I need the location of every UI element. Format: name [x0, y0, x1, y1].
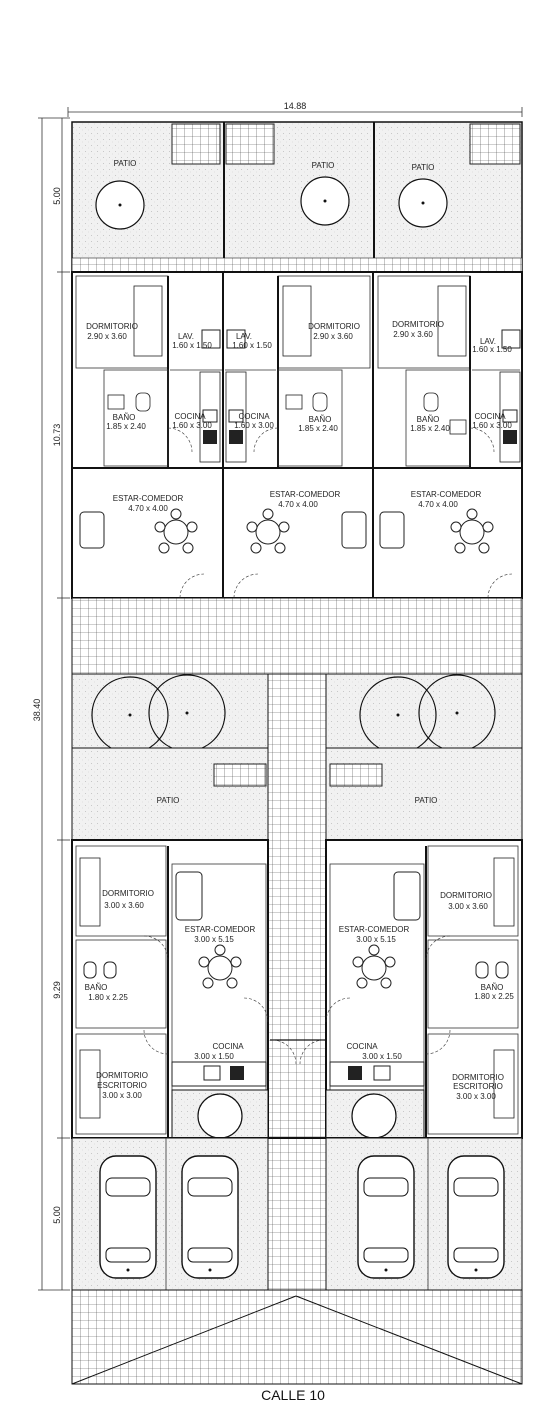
l1-dormitorio-size: 3.00 x 3.60 — [104, 901, 144, 910]
l1-cocina-size: 3.00 x 1.50 — [194, 1052, 234, 1061]
u1-dormitorio-size: 2.90 x 3.60 — [87, 332, 127, 341]
l2-escritorio-size: 3.00 x 3.00 — [456, 1092, 496, 1101]
patio-depth-label: 5.00 — [52, 187, 62, 205]
lower-patio-label-2: PATIO — [415, 796, 438, 805]
u3-dormitorio-size: 2.90 x 3.60 — [393, 330, 433, 339]
l1-estar-name: ESTAR-COMEDOR — [185, 925, 256, 934]
l1-bano-name: BAÑO — [85, 983, 108, 992]
car-3 — [357, 1155, 415, 1279]
upper-block-depth-label: 10.73 — [52, 424, 62, 447]
l1-dormitorio-name: DORMITORIO — [102, 889, 154, 898]
l2-estar-size: 3.00 x 5.15 — [356, 935, 396, 944]
u2-lav-size: 1.60 x 1.50 — [232, 341, 272, 350]
l1-escritorio-name2: ESCRITORIO — [97, 1081, 147, 1090]
l2-estar-name: ESTAR-COMEDOR — [339, 925, 410, 934]
u2-dormitorio-size: 2.90 x 3.60 — [313, 332, 353, 341]
u1-dormitorio-name: DORMITORIO — [86, 322, 138, 331]
u3-estar-name: ESTAR-COMEDOR — [411, 490, 482, 499]
u1-bano-name: BAÑO — [113, 413, 136, 422]
dimension-lines: 14.88 5.00 10.73 38.40 9.29 5.00 — [32, 101, 523, 1291]
u2-cocina-name: COCINA — [238, 412, 270, 421]
garage-depth-label: 5.00 — [52, 1206, 62, 1224]
l1-estar-size: 3.00 x 5.15 — [194, 935, 234, 944]
l2-bano-name: BAÑO — [481, 983, 504, 992]
l2-dormitorio-size: 3.00 x 3.60 — [448, 902, 488, 911]
u3-estar-size: 4.70 x 4.00 — [418, 500, 458, 509]
lower-patios: PATIO PATIO — [71, 673, 523, 841]
l1-bano-size: 1.80 x 2.25 — [88, 993, 128, 1002]
upper-block: DORMITORIO 2.90 x 3.60 LAV. 1.60 x 1.50 … — [71, 271, 523, 599]
sidewalk — [71, 1289, 523, 1385]
u3-cocina-size: 1.60 x 3.00 — [472, 421, 512, 430]
total-length-label: 38.40 — [32, 699, 42, 722]
u3-lav-name: LAV. — [480, 337, 496, 346]
lower-block: DORMITORIO 3.00 x 3.60 BAÑO 1.80 x 2.25 … — [71, 839, 523, 1139]
u2-estar-name: ESTAR-COMEDOR — [270, 490, 341, 499]
u2-dormitorio-name: DORMITORIO — [308, 322, 360, 331]
l1-escritorio-size: 3.00 x 3.00 — [102, 1091, 142, 1100]
l2-bano-size: 1.80 x 2.25 — [474, 992, 514, 1001]
u1-lav-name: LAV. — [178, 332, 194, 341]
car-2 — [181, 1155, 239, 1279]
patio-label-1: PATIO — [114, 159, 137, 168]
patio-label-3: PATIO — [412, 163, 435, 172]
corridor-gate — [270, 1039, 326, 1065]
u1-estar-size: 4.70 x 4.00 — [128, 504, 168, 513]
l2-escritorio-name2: ESCRITORIO — [453, 1082, 503, 1091]
l2-cocina-name: COCINA — [346, 1042, 378, 1051]
u3-cocina-name: COCINA — [474, 412, 506, 421]
u1-lav-size: 1.60 x 1.50 — [172, 341, 212, 350]
u2-estar-size: 4.70 x 4.00 — [278, 500, 318, 509]
l2-dormitorio-name: DORMITORIO — [440, 891, 492, 900]
patio-label-2: PATIO — [312, 161, 335, 170]
l2-cocina-size: 3.00 x 1.50 — [362, 1052, 402, 1061]
u1-bano-size: 1.85 x 2.40 — [106, 422, 146, 431]
lower-patio-label-1: PATIO — [157, 796, 180, 805]
u1-estar-name: ESTAR-COMEDOR — [113, 494, 184, 503]
car-4 — [447, 1155, 505, 1279]
u2-bano-size: 1.85 x 2.40 — [298, 424, 338, 433]
u1-cocina-name: COCINA — [174, 412, 206, 421]
u3-bano-size: 1.85 x 2.40 — [410, 424, 450, 433]
u3-bano-name: BAÑO — [417, 415, 440, 424]
total-width-label: 14.88 — [284, 101, 307, 111]
u3-dormitorio-name: DORMITORIO — [392, 320, 444, 329]
u2-cocina-size: 1.60 x 3.00 — [234, 421, 274, 430]
l2-escritorio-name1: DORMITORIO — [452, 1073, 504, 1082]
u2-bano-name: BAÑO — [309, 415, 332, 424]
car-1 — [99, 1155, 157, 1279]
u1-cocina-size: 1.60 x 3.00 — [172, 421, 212, 430]
middle-paving — [71, 597, 523, 1291]
u3-lav-size: 1.60 x 1.50 — [472, 345, 512, 354]
street-name: CALLE 10 — [261, 1387, 325, 1403]
u2-lav-name: LAV. — [236, 332, 252, 341]
upper-patios: PATIO PATIO PATIO — [71, 121, 523, 273]
l1-escritorio-name1: DORMITORIO — [96, 1071, 148, 1080]
lower-block-depth-label: 9.29 — [52, 981, 62, 999]
l1-cocina-name: COCINA — [212, 1042, 244, 1051]
